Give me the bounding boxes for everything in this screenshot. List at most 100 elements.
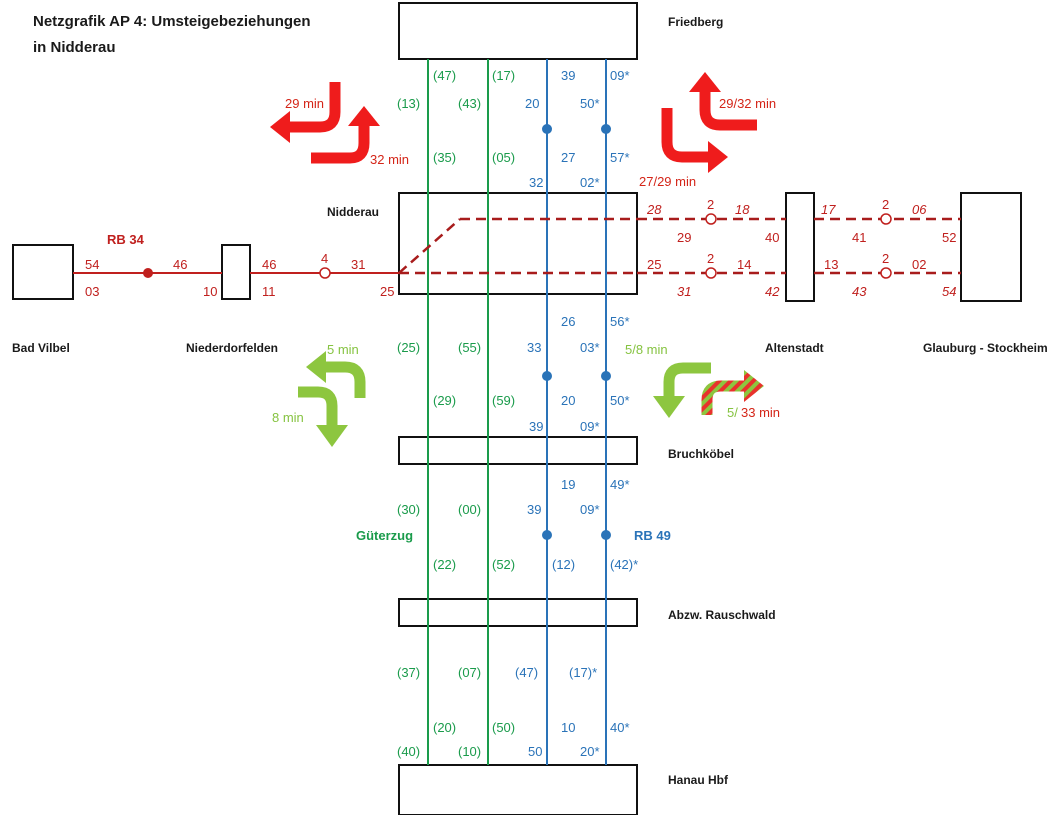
station-box-nidderau xyxy=(398,192,638,295)
arrowhead xyxy=(270,111,290,143)
stop-dot xyxy=(143,268,153,278)
time-label: 54 xyxy=(942,284,956,299)
time-label: 2 xyxy=(882,197,889,212)
transfer-arrow-32min xyxy=(311,124,370,164)
stop-dot xyxy=(601,371,611,381)
transfer-arrow-5-8min xyxy=(663,362,711,400)
time-label: (13) xyxy=(397,96,420,111)
time-label: (55) xyxy=(458,340,481,355)
station-label-bruchkoebel: Bruchköbel xyxy=(668,447,734,461)
time-label: 41 xyxy=(852,230,866,245)
line-label-gueterzug: Güterzug xyxy=(356,528,413,543)
time-label: 33 xyxy=(527,340,541,355)
halt-circle xyxy=(705,267,717,279)
time-label: 2 xyxy=(707,251,714,266)
time-label: 2 xyxy=(707,197,714,212)
time-label: (40) xyxy=(397,744,420,759)
stop-dot xyxy=(542,530,552,540)
transfer-arrow-5-33min xyxy=(701,380,748,415)
time-label: 11 xyxy=(262,284,276,299)
arrowhead xyxy=(316,425,348,447)
stop-dot xyxy=(601,530,611,540)
station-label-nidderau: Nidderau xyxy=(327,205,379,219)
time-label: 31 xyxy=(677,284,691,299)
transfer-arrow-29-32min xyxy=(699,90,757,131)
transfer-time: 8 min xyxy=(272,410,304,425)
arrowhead xyxy=(653,396,685,418)
time-label: (37) xyxy=(397,665,420,680)
time-label: 29 xyxy=(677,230,691,245)
time-label: (22) xyxy=(433,557,456,572)
time-label: 39 xyxy=(527,502,541,517)
time-label: (07) xyxy=(458,665,481,680)
transfer-arrow-29min xyxy=(286,82,341,133)
station-label-altenstadt: Altenstadt xyxy=(765,341,824,355)
time-label: 19 xyxy=(561,477,575,492)
time-label: (43) xyxy=(458,96,481,111)
transfer-time: 33 min xyxy=(741,405,780,420)
station-box-glauburg xyxy=(960,192,1022,302)
time-label: 40 xyxy=(765,230,779,245)
halt-circle xyxy=(705,213,717,225)
time-label: (05) xyxy=(492,150,515,165)
transfer-time: 5/ xyxy=(727,405,738,420)
arrowhead xyxy=(348,106,380,126)
time-label: 25 xyxy=(380,284,394,299)
time-label: 26 xyxy=(561,314,575,329)
time-label: 20 xyxy=(561,393,575,408)
transfer-arrow-27-29min xyxy=(661,108,712,163)
time-label: 27 xyxy=(561,150,575,165)
arrowhead xyxy=(708,141,728,173)
time-label: 39 xyxy=(561,68,575,83)
time-label: 39 xyxy=(529,419,543,434)
transfer-arrow-8min xyxy=(298,386,338,428)
time-label: 13 xyxy=(824,257,838,272)
line-label-rb34: RB 34 xyxy=(107,232,145,247)
time-label: 20* xyxy=(580,744,600,759)
time-label: 10 xyxy=(203,284,217,299)
station-box-altenstadt xyxy=(785,192,815,302)
stop-dot xyxy=(542,371,552,381)
time-label: 40* xyxy=(610,720,630,735)
time-label: 46 xyxy=(262,257,276,272)
station-label-glauburg: Glauburg - Stockheim xyxy=(923,341,1048,355)
stop-dot xyxy=(601,124,611,134)
time-label: 03* xyxy=(580,340,600,355)
station-box-hanau xyxy=(398,764,638,815)
transfer-time: 27/29 min xyxy=(639,174,696,189)
time-label: (30) xyxy=(397,502,420,517)
arrowhead xyxy=(306,351,326,383)
time-label: 14 xyxy=(737,257,751,272)
station-box-niederdorfelden xyxy=(221,244,251,300)
station-box-bad-vilbel xyxy=(12,244,74,300)
halt-circle xyxy=(880,213,892,225)
time-label: (59) xyxy=(492,393,515,408)
time-label: 50* xyxy=(580,96,600,111)
time-label: (35) xyxy=(433,150,456,165)
arrowhead xyxy=(689,72,721,92)
time-label: 4 xyxy=(321,251,328,266)
station-label-friedberg: Friedberg xyxy=(668,15,723,29)
time-label: 09* xyxy=(580,502,600,517)
time-label: 31 xyxy=(351,257,365,272)
station-box-rauschwald xyxy=(398,598,638,627)
transfer-time: 5 min xyxy=(327,342,359,357)
time-label: 09* xyxy=(610,68,630,83)
arrowhead xyxy=(744,370,764,402)
station-label-rauschwald: Abzw. Rauschwald xyxy=(668,608,776,622)
station-box-friedberg xyxy=(398,2,638,60)
time-label: 52 xyxy=(942,230,956,245)
station-label-bad-vilbel: Bad Vilbel xyxy=(12,341,70,355)
time-label: (47) xyxy=(433,68,456,83)
time-label: (00) xyxy=(458,502,481,517)
halt-circle xyxy=(319,267,331,279)
time-label: (29) xyxy=(433,393,456,408)
time-label: 20 xyxy=(525,96,539,111)
time-label: (10) xyxy=(458,744,481,759)
time-label: 02* xyxy=(580,175,600,190)
transfer-time: 29 min xyxy=(285,96,324,111)
stop-dot xyxy=(542,124,552,134)
diagram-title-line1: Netzgrafik AP 4: Umsteigebeziehungen xyxy=(33,13,311,30)
time-label: (50) xyxy=(492,720,515,735)
